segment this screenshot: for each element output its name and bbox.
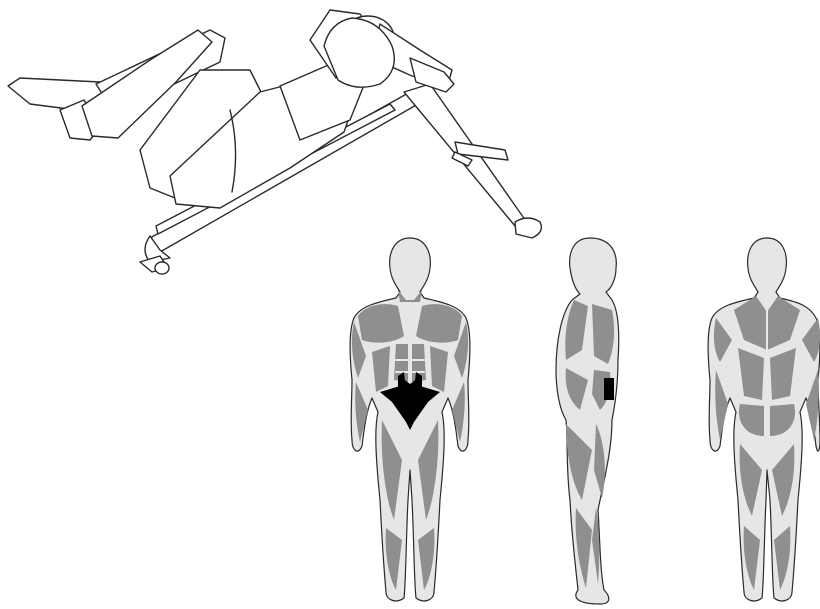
highlight-lower-abs-side <box>604 378 614 400</box>
front-view-figure <box>350 238 470 601</box>
side-view-figure <box>556 238 619 604</box>
back-view-figure <box>708 238 820 601</box>
